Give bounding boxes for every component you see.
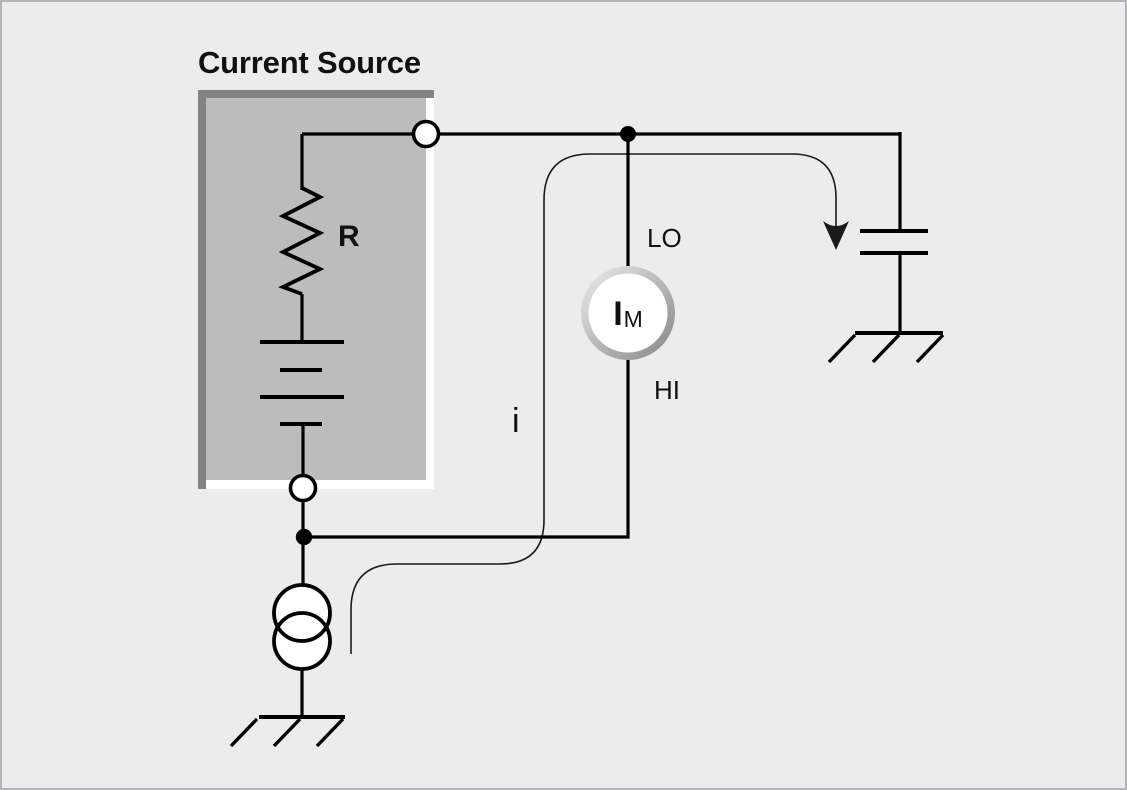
ground-left-slash-2 xyxy=(272,717,302,748)
terminal-bottom xyxy=(288,473,318,503)
ground-right-slash-1 xyxy=(827,333,857,364)
source-box xyxy=(206,98,426,480)
meter-lo-label: LO xyxy=(647,223,682,253)
meter-hi-label: HI xyxy=(654,375,680,405)
terminal-top xyxy=(411,119,441,149)
ground-right xyxy=(827,331,945,364)
current-flow-curve xyxy=(350,153,837,654)
resistor-label: R xyxy=(338,220,360,253)
ground-left xyxy=(229,715,345,748)
ground-left-slash-1 xyxy=(229,717,259,748)
meter-face xyxy=(588,273,668,353)
current-arrow-label: i xyxy=(512,402,520,440)
ground-left-slash-3 xyxy=(315,717,345,748)
wire-node-to-meter-hi xyxy=(304,360,630,539)
current-source-circle-top xyxy=(272,583,332,643)
meter-label: I M xyxy=(613,297,643,331)
ground-right-slash-2 xyxy=(871,333,901,364)
meter-label-sub: M xyxy=(623,306,643,332)
meter-label-main: I xyxy=(613,295,623,333)
resistor xyxy=(278,186,325,296)
diagram-title: Current Source xyxy=(198,45,421,80)
junction-node-bottom xyxy=(295,528,313,546)
current-flow-arrowhead xyxy=(823,221,849,250)
ground-right-slash-3 xyxy=(915,333,945,364)
